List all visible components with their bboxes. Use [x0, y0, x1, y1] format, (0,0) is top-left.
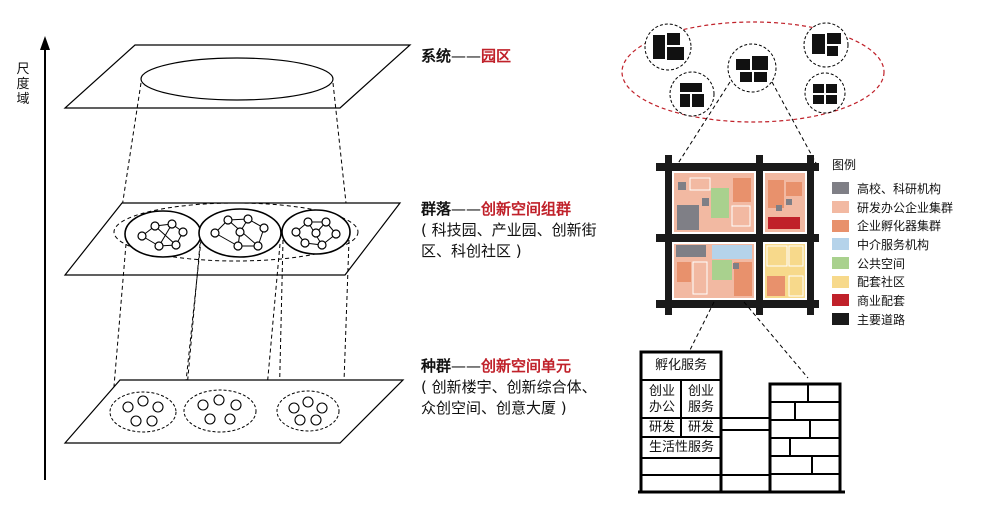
system-name: 系统 [421, 47, 452, 65]
zoom-line [676, 81, 731, 166]
zoom-line [771, 81, 818, 166]
cluster-dash: —— [451, 200, 482, 218]
legend-swatch [832, 313, 849, 326]
park-blocks [644, 22, 849, 117]
park-ellipse [621, 21, 885, 123]
cluster-detail-2: 区、科创社区 ) [421, 242, 522, 260]
building-rnd-left: 研发 [644, 420, 680, 436]
legend-label: 企业孵化器集群 [857, 219, 942, 234]
building-incubation: 孵化服务 [645, 358, 717, 374]
population-detail-1: ( 创新楼宇、创新综合体、 [421, 378, 597, 396]
axis-label: 尺度域 [16, 62, 30, 107]
unit-group-1 [109, 391, 177, 433]
zoom-line [743, 301, 809, 379]
legend-item: 公共空间 [832, 254, 953, 273]
building-elevation [638, 350, 845, 494]
building-startup-service: 创业 服务 [683, 384, 719, 416]
legend: 图例 高校、科研机构 研发办公企业集群 企业孵化器集群 中介服务机构 公共空间 … [832, 156, 953, 329]
legend-label: 主要道路 [857, 312, 906, 327]
unit-group-3 [276, 390, 340, 432]
legend-item: 中介服务机构 [832, 235, 953, 254]
legend-swatch [832, 275, 849, 288]
cluster-detail-1: ( 科技园、产业园、创新街 [421, 221, 597, 239]
legend-swatch [832, 238, 849, 251]
legend-label: 配套社区 [857, 275, 906, 290]
legend-item: 高校、科研机构 [832, 179, 953, 198]
unit-group-2 [183, 389, 257, 433]
legend-swatch [832, 219, 849, 232]
scale-axis-arrowhead [40, 36, 50, 50]
projection-line [332, 82, 351, 241]
system-dash: —— [451, 47, 482, 65]
population-detail-2: 众创空间、创意大厦 ) [421, 399, 567, 417]
zoom-line [688, 301, 715, 353]
system-label: 系统——园区 [421, 46, 511, 67]
system-ellipse [140, 57, 334, 101]
cluster-ellipse [113, 202, 359, 262]
cluster-term: 创新空间组群 [481, 200, 572, 218]
legend-label: 中介服务机构 [857, 237, 930, 252]
legend-label: 研发办公企业集群 [857, 200, 954, 215]
park-map [656, 155, 819, 315]
system-term: 园区 [481, 47, 512, 65]
legend-swatch [832, 201, 849, 214]
cluster-label: 群落——创新空间组群 ( 科技园、产业园、创新街 区、科创社区 ) [421, 199, 597, 262]
population-term: 创新空间单元 [481, 357, 572, 375]
building-startup-office: 创业 办公 [644, 384, 680, 416]
building-rnd-right: 研发 [683, 420, 719, 436]
projection-line [116, 82, 142, 241]
legend-item: 企业孵化器集群 [832, 216, 953, 235]
legend-label: 公共空间 [857, 256, 906, 271]
legend-item: 商业配套 [832, 291, 953, 310]
legend-item: 主要道路 [832, 310, 953, 329]
legend-item: 研发办公企业集群 [832, 198, 953, 217]
building-living-service: 生活性服务 [644, 440, 719, 456]
network-group-1 [124, 210, 202, 258]
legend-title: 图例 [832, 158, 857, 172]
population-dash: —— [451, 357, 482, 375]
legend-swatch [832, 257, 849, 270]
network-group-2 [198, 208, 282, 258]
legend-label: 商业配套 [857, 293, 906, 308]
legend-item: 配套社区 [832, 272, 953, 291]
population-name: 种群 [421, 357, 452, 375]
network-group-3 [281, 209, 351, 255]
legend-swatch [832, 182, 849, 195]
legend-label: 高校、科研机构 [857, 181, 942, 196]
cluster-name: 群落 [421, 200, 452, 218]
legend-swatch [832, 294, 849, 307]
population-label: 种群——创新空间单元 ( 创新楼宇、创新综合体、 众创空间、创意大厦 ) [421, 356, 597, 419]
